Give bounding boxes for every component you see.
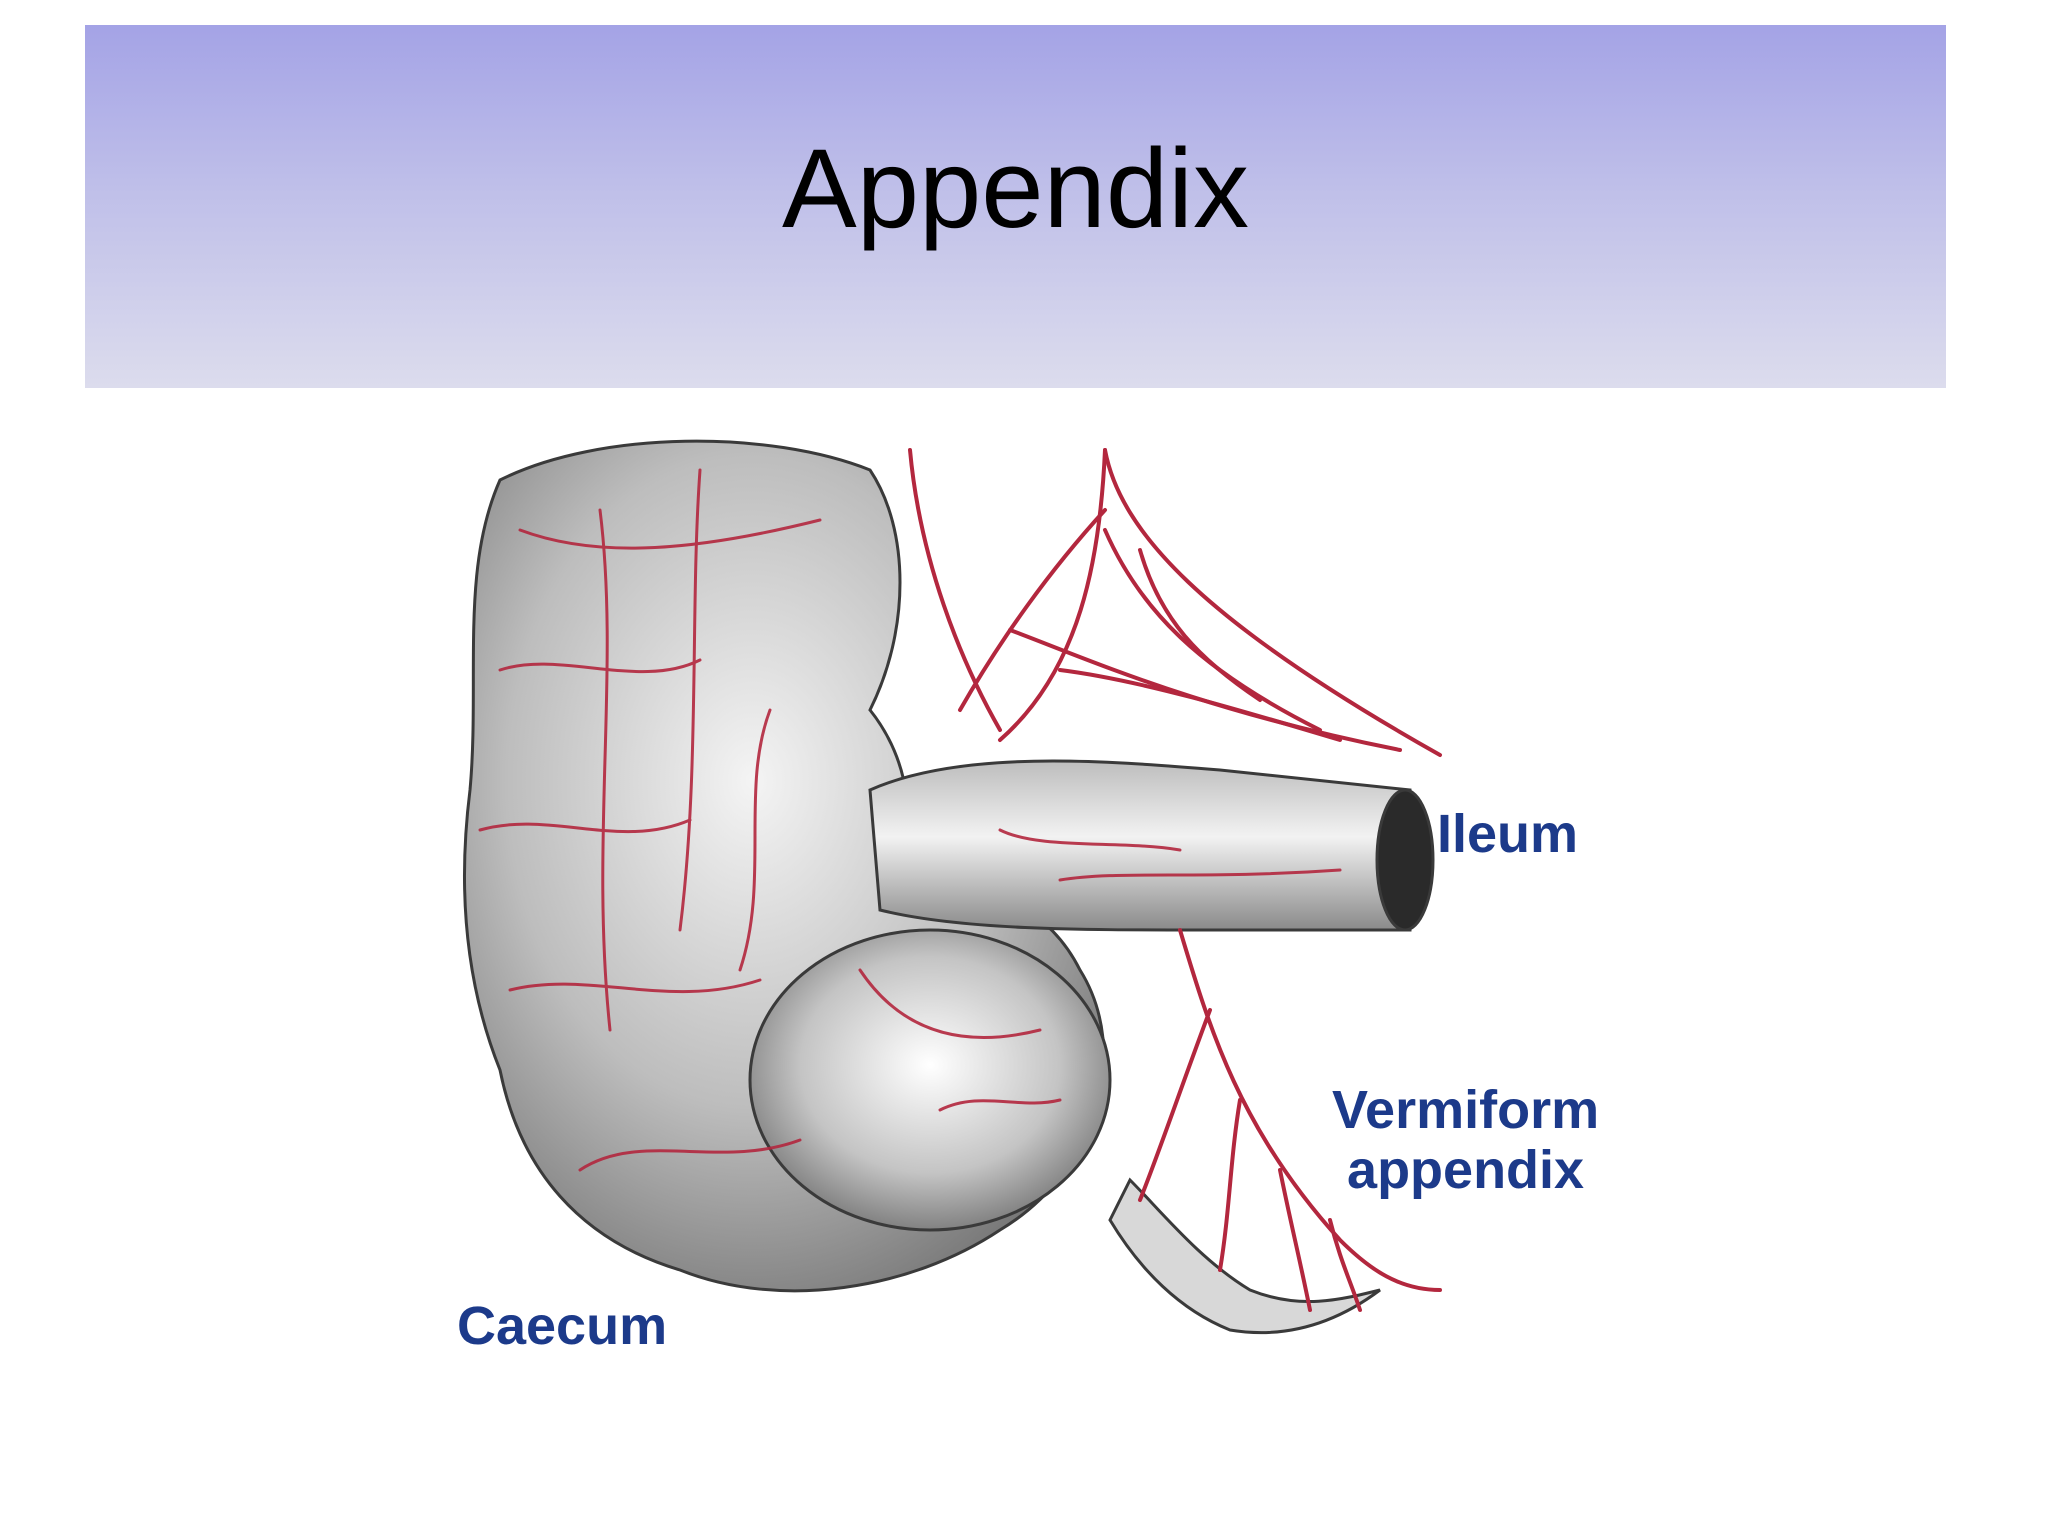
ileum-opening [1375, 788, 1435, 932]
vermiform-label-line1: Vermiform [1332, 1080, 1600, 1140]
slide-title: Appendix [781, 126, 1250, 251]
mesenteric-vessels [908, 448, 1442, 757]
appendix-illustration [440, 410, 1640, 1370]
vermiform-label-line2: appendix [1347, 1140, 1585, 1201]
vermiform-appendix [1108, 1177, 1381, 1335]
caecum-label: Caecum [457, 1296, 668, 1356]
anatomy-drawing [462, 439, 1442, 1335]
title-bar: Appendix [85, 25, 1946, 388]
vermiform-appendix-label: Vermiform appendix [1332, 1080, 1599, 1201]
caecal-vessels [478, 468, 1342, 1172]
ileum-label: Ileum [1437, 804, 1579, 864]
caecal-pouch [748, 928, 1112, 1232]
appendicular-vessels [1138, 928, 1442, 1312]
